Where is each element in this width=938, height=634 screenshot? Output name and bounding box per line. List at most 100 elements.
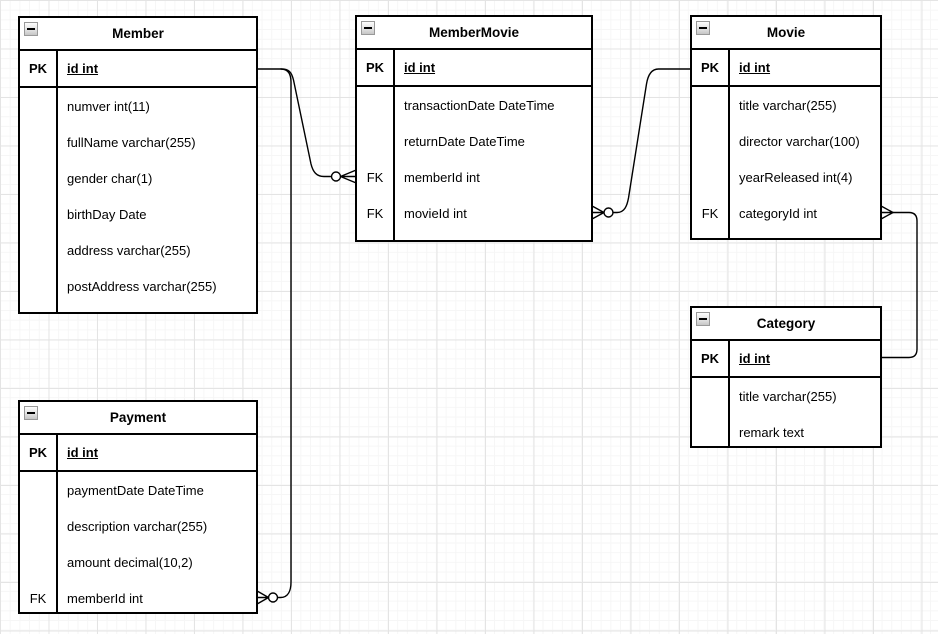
attribute-name: gender char(1)	[67, 170, 153, 186]
entity-title-bar[interactable]: Member	[20, 18, 256, 51]
attribute-row[interactable]: FK movieId int	[357, 195, 591, 231]
attribute-row[interactable]: postAddress varchar(255)	[20, 268, 256, 304]
attribute-name: paymentDate DateTime	[67, 482, 204, 498]
pk-label: PK	[365, 60, 385, 75]
attribute-row[interactable]: transactionDate DateTime	[357, 87, 591, 123]
attribute-name: amount decimal(10,2)	[67, 554, 193, 570]
entity-title-bar[interactable]: Category	[692, 308, 880, 341]
collapse-minus-icon[interactable]	[24, 406, 38, 420]
key-column-divider	[728, 50, 730, 238]
attribute-name: transactionDate DateTime	[404, 97, 555, 113]
fk-label: FK	[366, 205, 384, 221]
attribute-row[interactable]: gender char(1)	[20, 160, 256, 196]
entity-body: PK id int numver int(11) fullName varchar(2…	[20, 51, 256, 312]
attribute-row[interactable]: title varchar(255)	[692, 87, 880, 123]
zero-circle-icon	[267, 592, 279, 603]
zero-circle-icon	[603, 207, 614, 218]
relationship-line[interactable]	[881, 211, 918, 359]
primary-key-row[interactable]: PK id int	[20, 435, 256, 472]
relationship-line[interactable]	[612, 68, 691, 214]
attribute-row[interactable]: FK memberId int	[357, 159, 591, 195]
attribute-name: yearReleased int(4)	[739, 169, 853, 185]
primary-key-row[interactable]: PK id int	[692, 341, 880, 378]
collapse-minus-icon[interactable]	[696, 312, 710, 326]
collapse-minus-icon[interactable]	[361, 21, 375, 35]
attribute-row[interactable]: fullName varchar(255)	[20, 124, 256, 160]
crows-foot-icon	[592, 205, 605, 220]
fk-label: FK	[701, 205, 719, 221]
attribute-row[interactable]: title varchar(255)	[692, 378, 880, 414]
entity-name: Member	[112, 26, 164, 41]
entity-name: Movie	[766, 25, 806, 40]
collapse-minus-icon[interactable]	[696, 21, 710, 35]
attribute-row[interactable]: numver int(11)	[20, 88, 256, 124]
relationship-line[interactable]	[257, 68, 333, 178]
attribute-row[interactable]: remark text	[692, 414, 880, 446]
relationship-member-membermovie[interactable]	[257, 68, 356, 184]
entity-title-bar[interactable]: Payment	[20, 402, 256, 435]
attribute-name: title varchar(255)	[739, 388, 837, 404]
relationship-line[interactable]	[276, 68, 292, 599]
attribute-row[interactable]: director varchar(100)	[692, 123, 880, 159]
relationship-member-payment[interactable]	[257, 68, 292, 605]
attribute-name: numver int(11)	[67, 98, 150, 114]
pk-attribute-name: id int	[739, 60, 771, 75]
entity-title-bar[interactable]: Movie	[692, 17, 880, 50]
primary-key-row[interactable]: PK id int	[357, 50, 591, 87]
entity-title-bar[interactable]: MemberMovie	[357, 17, 591, 50]
pk-label: PK	[700, 351, 720, 366]
pk-label: PK	[28, 445, 48, 460]
crows-foot-icon	[339, 169, 356, 184]
attribute-row[interactable]: description varchar(255)	[20, 508, 256, 544]
collapse-minus-icon[interactable]	[24, 22, 38, 36]
key-column-divider	[393, 50, 395, 240]
pk-label: PK	[28, 61, 48, 76]
minus-glyph	[27, 28, 35, 30]
attribute-name: returnDate DateTime	[404, 133, 525, 149]
entity-body: PK id int paymentDate DateTime description …	[20, 435, 256, 612]
attribute-row[interactable]: paymentDate DateTime	[20, 472, 256, 508]
attribute-row[interactable]: address varchar(255)	[20, 232, 256, 268]
entity-body: PK id int title varchar(255) remark text	[692, 341, 880, 446]
attribute-name: director varchar(100)	[739, 133, 860, 149]
minus-glyph	[699, 27, 707, 29]
pk-attribute-name: id int	[739, 351, 771, 366]
pk-attribute-name: id int	[404, 60, 436, 75]
fk-label: FK	[29, 590, 47, 606]
primary-key-row[interactable]: PK id int	[20, 51, 256, 88]
attribute-row[interactable]: returnDate DateTime	[357, 123, 591, 159]
pk-attribute-name: id int	[67, 445, 99, 460]
attribute-name: fullName varchar(255)	[67, 134, 196, 150]
attribute-name: remark text	[739, 424, 805, 440]
entity-name: Category	[756, 316, 816, 331]
crows-foot-icon	[881, 205, 894, 220]
relationship-category-movie[interactable]	[881, 205, 918, 359]
attribute-name: birthDay Date	[67, 206, 147, 222]
attribute-name: memberId int	[404, 169, 480, 185]
entity-name: MemberMovie	[428, 25, 520, 40]
attribute-name: movieId int	[404, 205, 467, 221]
attribute-name: address varchar(255)	[67, 242, 191, 258]
attribute-name: postAddress varchar(255)	[67, 278, 217, 294]
minus-glyph	[699, 318, 707, 320]
attribute-row[interactable]: yearReleased int(4)	[692, 159, 880, 195]
crows-foot-icon	[257, 590, 270, 605]
attribute-row[interactable]: amount decimal(10,2)	[20, 544, 256, 580]
minus-glyph	[364, 27, 372, 29]
pk-attribute-name: id int	[67, 61, 99, 76]
attribute-row[interactable]: birthDay Date	[20, 196, 256, 232]
attribute-name: description varchar(255)	[67, 518, 208, 534]
entity-name: Payment	[109, 410, 167, 425]
relationship-movie-membermovie[interactable]	[592, 68, 691, 220]
fk-label: FK	[366, 169, 384, 185]
key-column-divider	[56, 51, 58, 312]
